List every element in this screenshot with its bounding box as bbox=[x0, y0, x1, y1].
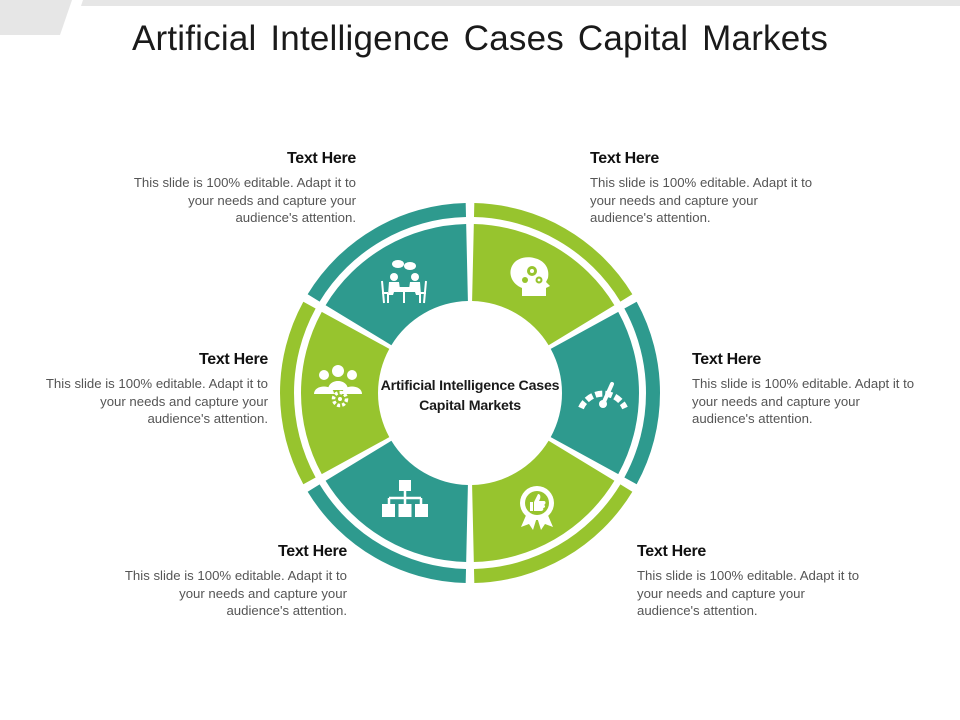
segment-outer-band bbox=[473, 484, 633, 583]
thumbs-up-badge-icon bbox=[520, 486, 554, 530]
org-chart-icon bbox=[382, 480, 428, 517]
text-block-body: This slide is 100% editable. Adapt it to… bbox=[133, 175, 356, 225]
meeting-icon bbox=[381, 260, 427, 304]
text-block-heading: Text Here bbox=[198, 351, 268, 368]
text-block-heading: Text Here bbox=[590, 150, 660, 167]
segment-outer-band bbox=[624, 301, 660, 485]
text-block-heading: Text Here bbox=[637, 543, 707, 560]
center-label: Artificial Intelligence Cases Capital Ma… bbox=[380, 378, 560, 414]
team-gear-icon bbox=[314, 365, 362, 408]
text-block-top-left: Text Here This slide is 100% editable. A… bbox=[131, 150, 356, 227]
segment-outer-band bbox=[307, 203, 467, 302]
text-block-heading: Text Here bbox=[692, 351, 762, 368]
text-block-bottom-right: Text Here This slide is 100% editable. A… bbox=[637, 543, 862, 620]
page-title: Artificial Intelligence Cases Capital Ma… bbox=[131, 19, 829, 58]
segment-outer-band bbox=[307, 484, 467, 583]
text-block-top-right: Text Here This slide is 100% editable. A… bbox=[590, 150, 815, 227]
segment-inner-block bbox=[325, 440, 468, 562]
segment-outer-band bbox=[280, 301, 316, 485]
text-block-body: This slide is 100% editable. Adapt it to… bbox=[45, 376, 268, 426]
text-block-heading: Text Here bbox=[286, 150, 356, 167]
text-block-body: This slide is 100% editable. Adapt it to… bbox=[692, 376, 915, 426]
text-block-right: Text Here This slide is 100% editable. A… bbox=[692, 351, 917, 428]
text-block-body: This slide is 100% editable. Adapt it to… bbox=[124, 568, 347, 618]
header-decoration bbox=[0, 0, 960, 35]
text-block-heading: Text Here bbox=[277, 543, 347, 560]
text-block-left: Text Here This slide is 100% editable. A… bbox=[43, 351, 268, 428]
text-block-body: This slide is 100% editable. Adapt it to… bbox=[590, 175, 813, 225]
speedometer-icon bbox=[578, 382, 628, 410]
segment-bottom-left bbox=[307, 440, 468, 583]
brain-gears-icon bbox=[510, 257, 550, 296]
text-block-body: This slide is 100% editable. Adapt it to… bbox=[637, 568, 860, 618]
text-block-bottom-left: Text Here This slide is 100% editable. A… bbox=[122, 543, 347, 620]
segment-outer-band bbox=[473, 203, 633, 302]
